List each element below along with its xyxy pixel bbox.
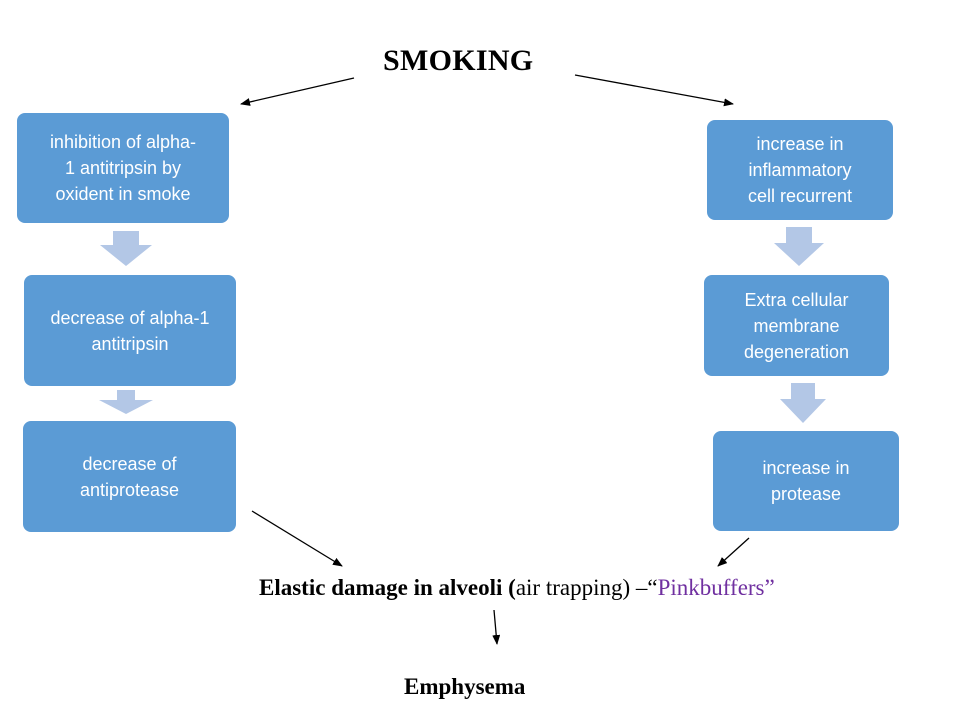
node-inflammatory-cell-label: increase in inflammatory cell recurrent <box>747 134 853 206</box>
down-chevron-left-2 <box>99 390 153 414</box>
arrow-protease-to-damage <box>717 537 750 567</box>
node-inhibition-alpha1-label: inhibition of alpha- 1 antitripsin by ox… <box>49 132 197 204</box>
arrow-antiprotease-to-damage <box>251 510 343 567</box>
elastic-damage-result: Elastic damage in alveoli (air trapping)… <box>259 575 775 601</box>
down-chevron-left-1 <box>100 231 152 266</box>
smoking-title: SMOKING <box>383 44 534 77</box>
result-bold-text: Elastic damage in alveoli ( <box>259 575 516 600</box>
node-decrease-antiprotease: decrease of antiprotease <box>23 421 236 532</box>
node-decrease-antiprotease-label: decrease of antiprotease <box>79 453 180 500</box>
node-inflammatory-cell: increase in inflammatory cell recurrent <box>707 120 893 220</box>
result-highlight-text: Pinkbuffers <box>657 575 765 600</box>
arrow-damage-to-emphysema <box>492 609 501 645</box>
emphysema-outcome: Emphysema <box>404 674 526 699</box>
result-closing-quote: ” <box>764 575 775 600</box>
node-membrane-degeneration: Extra cellular membrane degeneration <box>704 275 889 376</box>
node-inhibition-alpha1: inhibition of alpha- 1 antitripsin by ox… <box>17 113 229 223</box>
arrow-smoking-to-left <box>240 77 355 106</box>
down-chevron-right-2 <box>780 383 826 423</box>
node-increase-protease-label: increase in protease <box>762 458 850 504</box>
arrow-smoking-to-right <box>574 74 734 107</box>
node-membrane-degeneration-label: Extra cellular membrane degeneration <box>743 289 850 362</box>
node-decrease-alpha1-label: decrease of alpha-1 antitripsin <box>50 307 210 354</box>
result-plain-text: air trapping) –“ <box>515 575 658 600</box>
down-chevron-right-1 <box>774 227 824 266</box>
node-increase-protease: increase in protease <box>713 431 899 531</box>
node-decrease-alpha1: decrease of alpha-1 antitripsin <box>24 275 236 386</box>
